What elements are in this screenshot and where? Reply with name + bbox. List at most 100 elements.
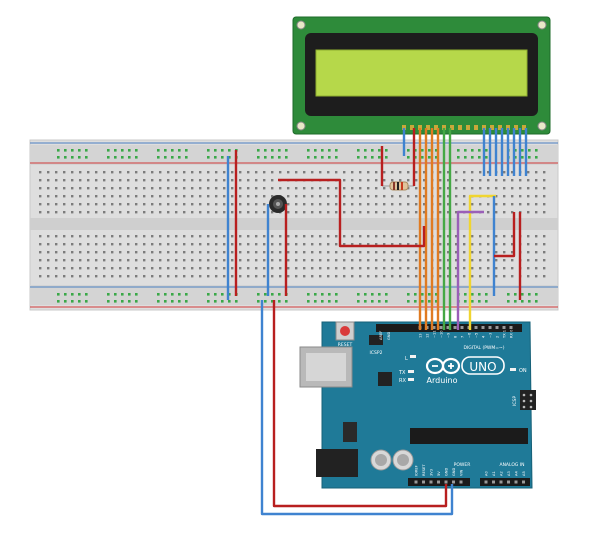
power-pin[interactable] — [459, 480, 463, 484]
rail-hole — [335, 293, 338, 296]
breadboard-hole — [303, 251, 306, 254]
breadboard-hole — [383, 171, 386, 174]
breadboard-hole — [167, 267, 170, 270]
breadboard-hole — [463, 251, 466, 254]
breadboard-hole — [223, 275, 226, 278]
rail-hole — [435, 156, 438, 159]
power-pin[interactable] — [429, 480, 433, 484]
rail-hole — [171, 300, 174, 303]
breadboard-hole — [207, 251, 210, 254]
power-pin-label: RESET — [422, 464, 426, 476]
analog-pin[interactable] — [514, 480, 518, 484]
breadboard-hole — [55, 179, 58, 182]
rail-hole — [285, 149, 288, 152]
power-pin[interactable] — [422, 480, 425, 484]
breadboard-hole — [247, 203, 250, 206]
digital-pin[interactable] — [460, 326, 464, 329]
breadboard-hole — [183, 187, 186, 190]
digital-pin-label: 4 — [482, 335, 486, 338]
breadboard-hole — [487, 267, 490, 270]
breadboard-hole — [495, 259, 498, 262]
breadboard-hole — [375, 211, 378, 214]
digital-pin[interactable] — [495, 326, 499, 329]
breadboard-hole — [343, 211, 346, 214]
breadboard-hole — [319, 275, 322, 278]
analog-pin[interactable] — [492, 480, 495, 484]
rail-hole — [364, 156, 367, 159]
digital-pin[interactable] — [474, 326, 478, 329]
power-pin[interactable] — [437, 480, 440, 484]
analog-pin[interactable] — [522, 480, 525, 484]
power-pin-label: 5V — [437, 471, 441, 476]
rail-hole — [528, 149, 531, 152]
rail-hole — [507, 300, 510, 303]
breadboard-hole — [135, 267, 138, 270]
breadboard-hole — [247, 235, 250, 238]
breadboard-hole — [447, 211, 450, 214]
breadboard-hole — [543, 251, 546, 254]
reset-button[interactable] — [340, 326, 350, 336]
breadboard-hole — [143, 235, 146, 238]
breadboard-hole — [407, 275, 410, 278]
breadboard-hole — [103, 275, 106, 278]
breadboard-hole — [399, 259, 402, 262]
analog-pin-label: A2 — [500, 471, 504, 476]
rail-hole — [535, 293, 538, 296]
breadboard-hole — [319, 187, 322, 190]
breadboard-hole — [287, 171, 290, 174]
digital-pin-label: ~3 — [489, 333, 493, 338]
power-pin-label: 3V3 — [430, 469, 434, 476]
breadboard-hole — [95, 275, 98, 278]
rail-hole — [107, 293, 110, 296]
analog-pin[interactable] — [499, 480, 503, 484]
breadboard-hole — [527, 267, 530, 270]
breadboard-hole — [535, 203, 538, 206]
breadboard-hole — [479, 243, 482, 246]
breadboard-hole — [79, 195, 82, 198]
rail-hole — [228, 300, 231, 303]
icsp-header — [520, 390, 536, 410]
digital-pin[interactable] — [488, 326, 492, 329]
digital-pin[interactable] — [509, 326, 513, 329]
digital-pin[interactable] — [502, 326, 506, 329]
analog-pin[interactable] — [484, 480, 488, 484]
breadboard-hole — [135, 259, 138, 262]
breadboard-hole — [119, 203, 122, 206]
rail-hole — [107, 149, 110, 152]
breadboard-hole — [335, 275, 338, 278]
digital-pin[interactable] — [453, 326, 457, 329]
breadboard-hole — [231, 267, 234, 270]
analog-pin[interactable] — [507, 480, 510, 484]
breadboard-hole — [367, 211, 370, 214]
digital-pin-label: 2 — [496, 336, 500, 338]
breadboard-hole — [311, 267, 314, 270]
breadboard-hole — [159, 179, 162, 182]
breadboard-hole — [535, 251, 538, 254]
breadboard-hole — [151, 171, 154, 174]
breadboard-hole — [351, 267, 354, 270]
breadboard-hole — [151, 179, 154, 182]
breadboard-hole — [175, 235, 178, 238]
rail-hole — [135, 300, 138, 303]
digital-pin[interactable] — [439, 326, 443, 329]
digital-pin[interactable] — [432, 326, 436, 329]
digital-pin[interactable] — [481, 326, 485, 329]
rail-holes — [57, 149, 538, 303]
power-pin[interactable] — [452, 480, 455, 484]
power-pin[interactable] — [444, 480, 448, 484]
rail-hole — [114, 300, 117, 303]
breadboard-hole — [191, 251, 194, 254]
breadboard-hole — [103, 203, 106, 206]
tx-label: TX — [398, 370, 406, 376]
digital-pin[interactable] — [446, 326, 450, 329]
breadboard-hole — [159, 187, 162, 190]
breadboard-hole — [207, 187, 210, 190]
breadboard-hole — [543, 195, 546, 198]
breadboard-hole — [103, 171, 106, 174]
rail-hole — [321, 300, 324, 303]
power-pin[interactable] — [414, 480, 418, 484]
breadboard-hole — [143, 251, 146, 254]
breadboard-hole — [239, 211, 242, 214]
breadboard-hole — [63, 203, 66, 206]
breadboard-hole — [239, 171, 242, 174]
